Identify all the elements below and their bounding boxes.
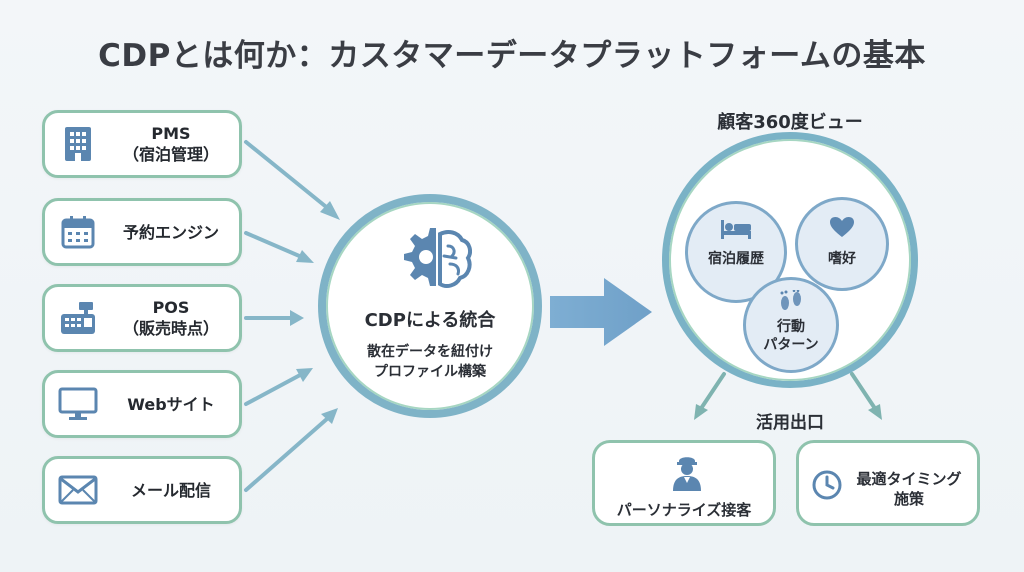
outlet-label: 最適タイミング (856, 470, 962, 488)
arrowhead-web (296, 368, 313, 382)
footprints-icon (746, 289, 836, 316)
hub-title: CDPによる統合 (364, 310, 496, 331)
hub-desc-line1: 散在データを紐付け (367, 344, 493, 360)
source-label: 予約エンジン (122, 222, 219, 242)
bubble-label: 嗜好 (828, 251, 856, 267)
calendar-icon (45, 214, 111, 250)
bubble-preference: 嗜好 (795, 197, 889, 291)
arrow-web (244, 372, 304, 406)
arrowhead-reservation (296, 250, 314, 263)
arrowhead-personalize (694, 404, 708, 420)
arrowhead-pos (290, 310, 304, 326)
arrow-to-timing (850, 372, 878, 412)
concierge-icon (667, 453, 707, 495)
clock-icon (811, 469, 843, 505)
arrow-to-personalize (698, 372, 726, 412)
source-sublabel: （販売時点） (122, 319, 219, 338)
outlets-title: 活用出口 (756, 413, 824, 433)
outlet-sublabel: 施策 (893, 490, 924, 508)
source-label: メール配信 (130, 480, 211, 500)
source-website: Webサイト (42, 370, 242, 438)
source-pos: POS （販売時点） (42, 284, 242, 352)
gear-brain-icon (404, 228, 472, 292)
source-label: POS (152, 298, 190, 317)
arrow-mail (244, 416, 330, 492)
monitor-icon (45, 387, 111, 421)
bubble-label: 行動 (777, 319, 805, 335)
hub-desc-line2: プロファイル構築 (374, 364, 486, 380)
bubble-label: 宿泊履歴 (708, 251, 764, 267)
customer-360-view: 宿泊履歴 嗜好 行動 パターン (662, 132, 918, 388)
bubble-behavior: 行動 パターン (743, 277, 839, 373)
bubble-stay-history: 宿泊履歴 (685, 201, 787, 303)
arrow-pms (244, 140, 332, 212)
page-title: CDPとは何か：カスタマーデータプラットフォームの基本 (98, 38, 926, 74)
bed-icon (688, 218, 784, 244)
big-arrow (550, 278, 652, 346)
outlet-label: パーソナライズ接客 (616, 501, 752, 519)
bubble-sublabel: パターン (763, 337, 819, 353)
heart-icon (798, 216, 886, 242)
source-sublabel: （宿泊管理） (122, 145, 219, 164)
cash-register-icon (45, 300, 111, 336)
outlet-personalized-service: パーソナライズ接客 (592, 440, 776, 526)
source-label: PMS (151, 124, 191, 143)
arrow-reservation (244, 231, 306, 260)
building-icon (45, 125, 111, 163)
outlet-optimal-timing: 最適タイミング 施策 (796, 440, 980, 526)
hub-description: 散在データを紐付け プロファイル構築 (326, 342, 534, 382)
arrowhead-mail (321, 408, 338, 424)
envelope-icon (45, 475, 111, 505)
source-reservation-engine: 予約エンジン (42, 198, 242, 266)
cdp-hub: CDPによる統合 散在データを紐付け プロファイル構築 (318, 194, 542, 418)
arrowhead-pms (320, 201, 340, 220)
source-pms: PMS （宿泊管理） (42, 110, 242, 178)
source-label: Webサイト (127, 394, 215, 414)
arrowhead-timing (868, 404, 882, 420)
source-email: メール配信 (42, 456, 242, 524)
view-title: 顧客360度ビュー (717, 112, 863, 133)
